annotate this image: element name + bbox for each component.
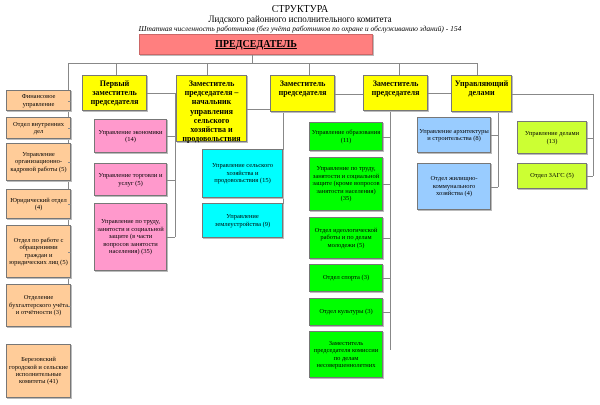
connector-line [593, 93, 594, 176]
branch-head-2: Заместитель председателя – начальник упр… [176, 75, 247, 143]
connector-line [383, 278, 390, 279]
unit-box-left: Финансовое управление [6, 90, 71, 111]
connector-line [383, 238, 390, 239]
unit-box-left: Отдел по работе с обращениями граждан и … [6, 225, 71, 278]
chairman-box: ПРЕДСЕДАТЕЛЬ [139, 34, 373, 55]
connector-line [207, 63, 208, 75]
unit-box: Управление сельского хозяйства и продово… [202, 149, 283, 198]
connector-line [68, 305, 71, 307]
connector-line [335, 93, 390, 95]
connector-line [68, 63, 477, 64]
connector-line [512, 93, 593, 95]
connector-line [383, 136, 390, 138]
connector-line [252, 55, 253, 63]
connector-line [68, 251, 71, 253]
connector-line [68, 162, 71, 163]
unit-box: Управление землеустройства (9) [202, 203, 283, 238]
unit-box-left: Березовский городской и сельские исполни… [6, 344, 71, 398]
unit-box: Отдел культуры (3) [309, 298, 383, 326]
connector-line [491, 186, 498, 188]
branch-head-1: Первый заместитель председателя [82, 75, 147, 111]
unit-box: Управление архитектуры и строительства (… [417, 117, 491, 153]
unit-box: Отдел жилищно-коммунального хозяйства (4… [417, 163, 491, 210]
connector-line [491, 135, 498, 136]
branch-head-3: Заместитель председателя [270, 75, 335, 112]
unit-box: Заместитель председателя комиссии по дел… [309, 331, 383, 378]
unit-box: Управление по труду, занятости и социаль… [94, 203, 167, 271]
connector-line [167, 136, 175, 137]
unit-box: Отдел идеологической работы и по делам м… [309, 217, 383, 259]
unit-box: Управление образования (11) [309, 122, 383, 151]
connector-line [167, 179, 175, 181]
connector-line [247, 108, 283, 110]
connector-line [399, 63, 400, 75]
unit-box: Управление по труду, занятости и социаль… [309, 157, 383, 211]
connector-line [116, 63, 117, 75]
connector-line [167, 237, 175, 238]
connector-line [147, 93, 175, 94]
connector-line [383, 312, 390, 313]
unit-box-left: Отдел внутренних дел [6, 117, 71, 139]
unit-box-left: Управление организационно-кадровой работ… [6, 143, 71, 181]
connector-line [390, 93, 391, 350]
connector-line [175, 93, 176, 237]
chart-subtitle: Лидского районного исполнительного комит… [208, 14, 392, 24]
unit-box: Управление торговли и услуг (5) [94, 163, 167, 196]
connector-line [68, 100, 71, 102]
connector-line [68, 128, 71, 129]
unit-box-left: Юридический отдел (4) [6, 189, 71, 219]
unit-box: Управление экономики (14) [94, 119, 167, 153]
unit-box: Управление делами (13) [517, 121, 587, 154]
chart-title: СТРУКТУРА [271, 4, 329, 15]
connector-line [498, 93, 499, 187]
connector-line [587, 137, 593, 139]
unit-box: Отдел спорта (3) [309, 264, 383, 292]
connector-line [477, 63, 478, 75]
connector-line [283, 108, 284, 221]
connector-line [587, 176, 593, 177]
connector-line [383, 184, 390, 185]
connector-line [309, 63, 310, 75]
branch-head-4: Заместитель председателя [363, 75, 428, 111]
connector-line [68, 204, 71, 205]
staff-note: Штатная численность работников (без учёт… [138, 24, 462, 33]
unit-box-left: Отделение бухгалтерского учёта и отчётно… [6, 284, 71, 327]
unit-box: Отдел ЗАГС (5) [517, 163, 587, 189]
branch-head-5: Управляющий делами [451, 75, 512, 112]
